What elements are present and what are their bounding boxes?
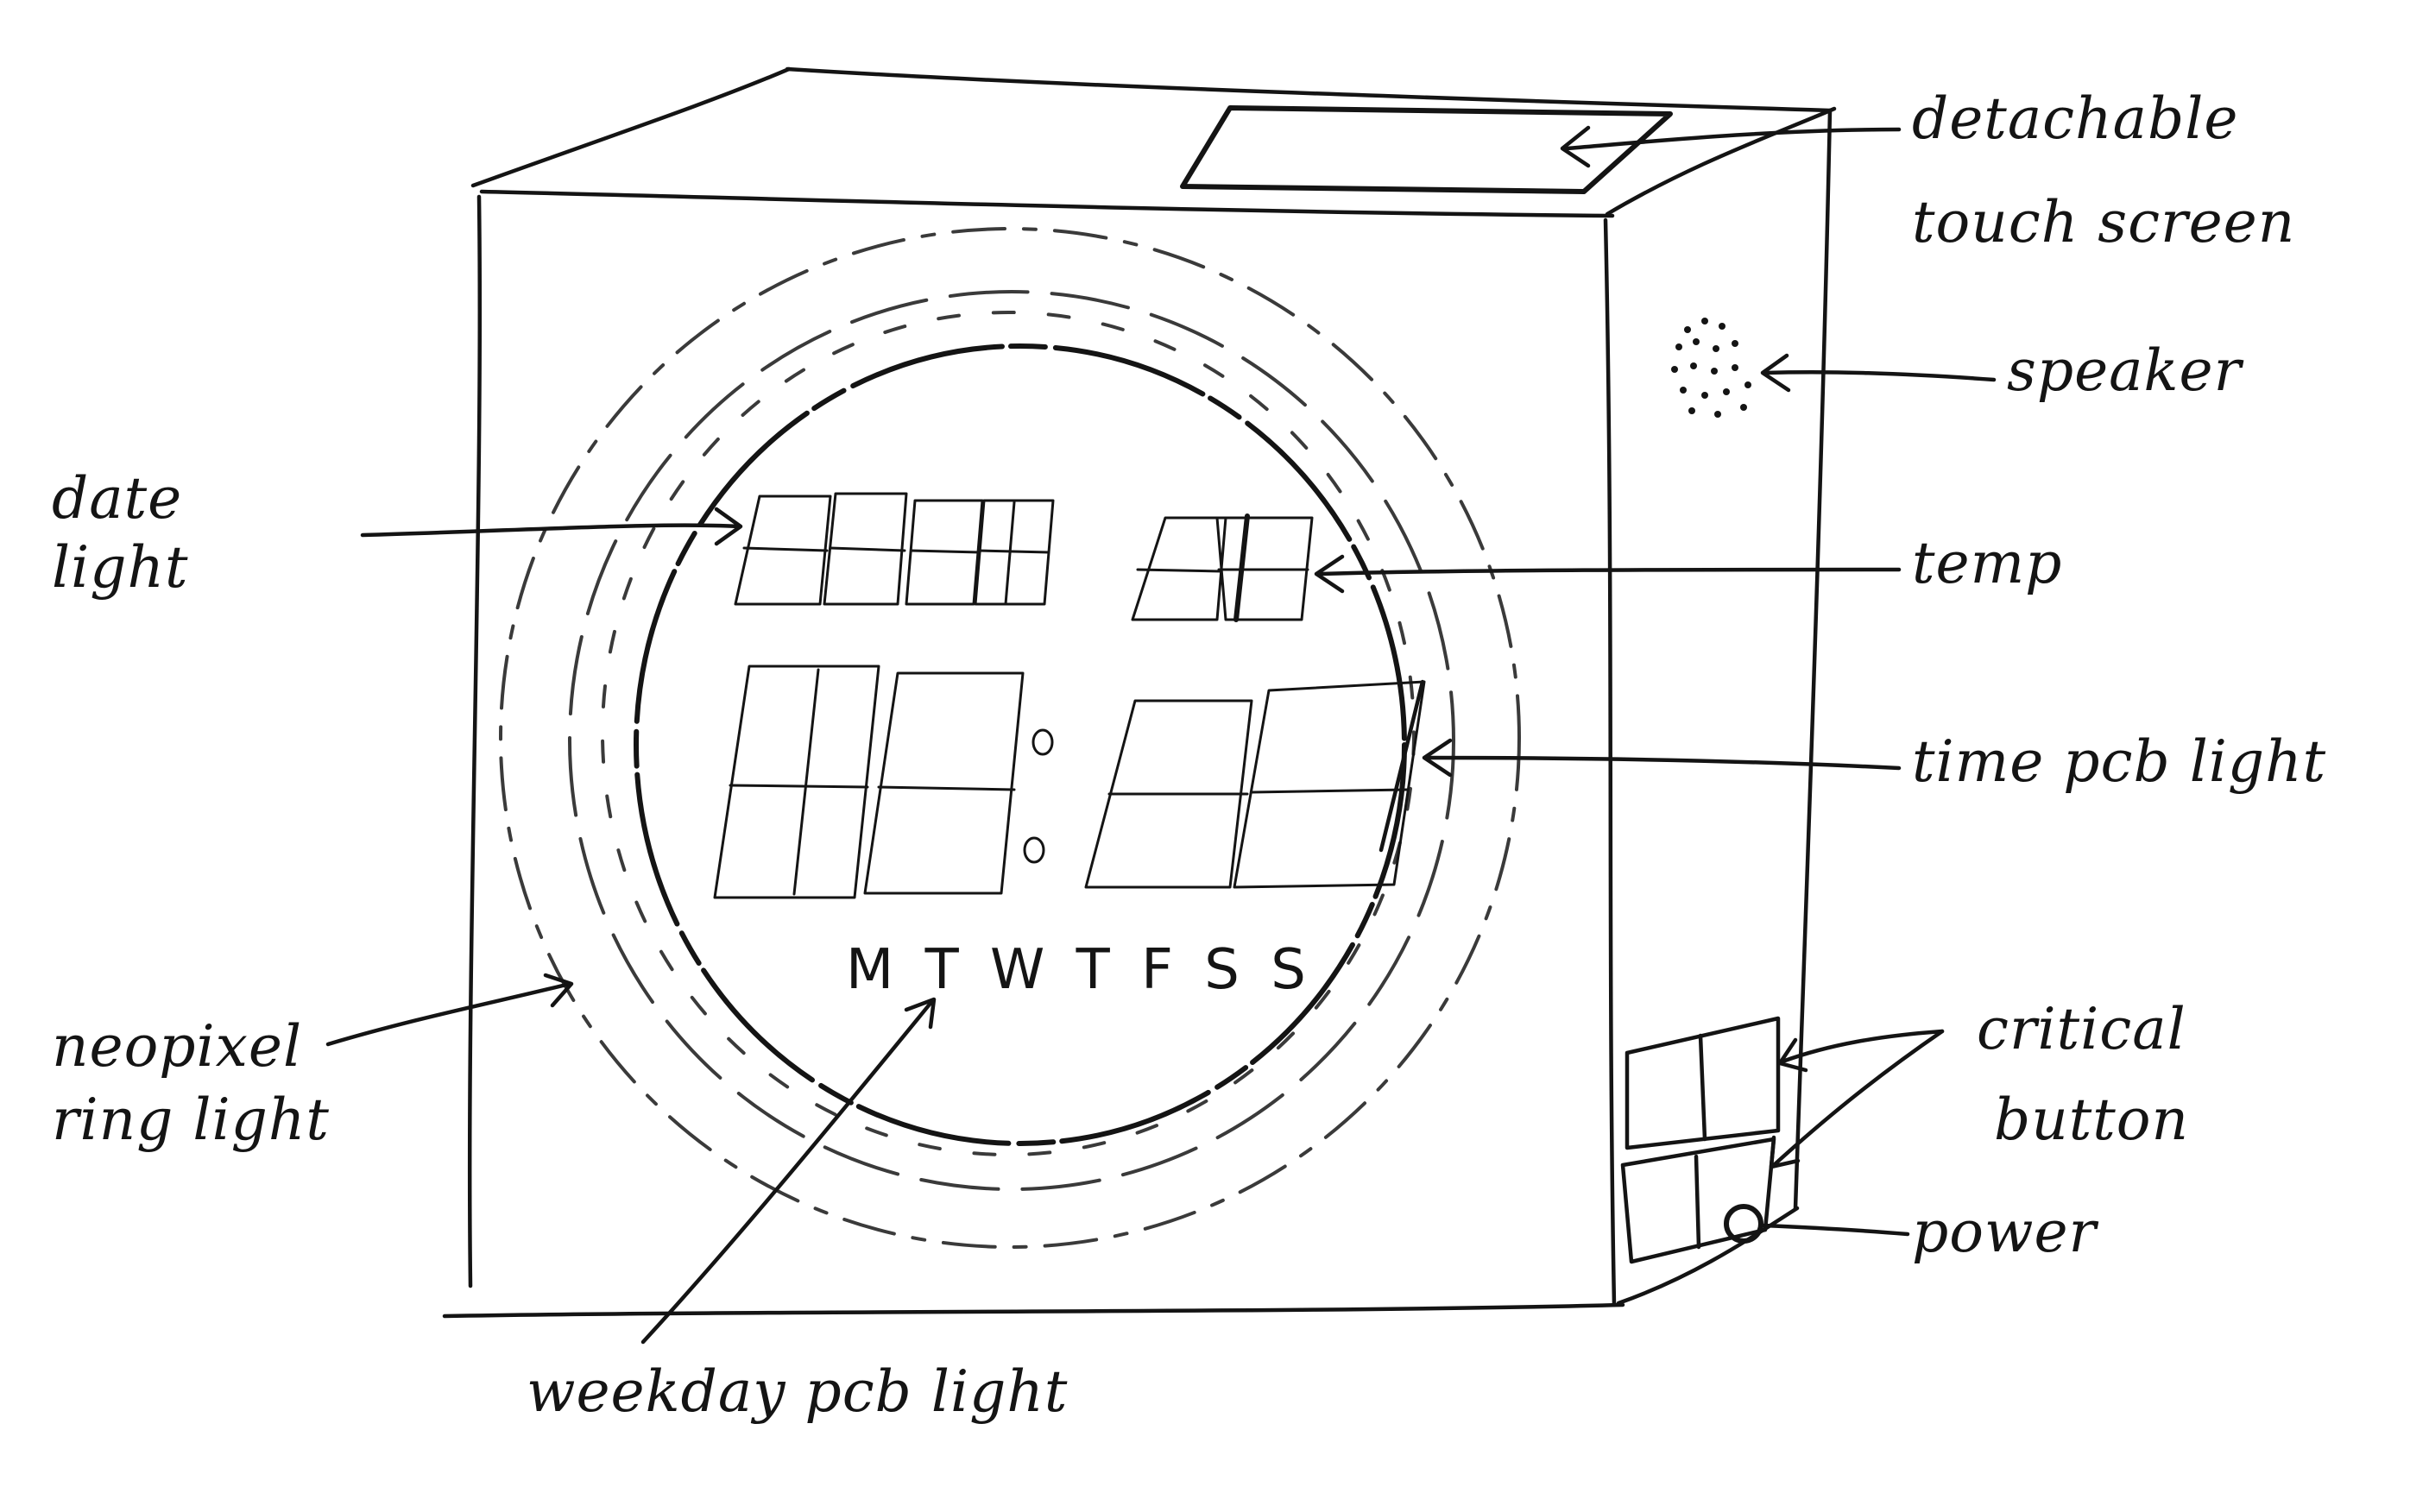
- label-button: button: [1994, 1087, 2189, 1153]
- label-detachable: detachable: [1912, 85, 2238, 152]
- neopixel-ring: [501, 229, 1519, 1247]
- label-speaker: speaker: [2007, 337, 2244, 404]
- label-date-light: light: [52, 534, 189, 601]
- label-power: power: [1912, 1199, 2099, 1265]
- time-pcb-display: [715, 666, 1424, 898]
- temp-display: [1132, 516, 1312, 620]
- annotation-leaders: [328, 128, 1994, 1342]
- label-date: date: [52, 465, 182, 532]
- touch-screen-panel: [1183, 108, 1670, 192]
- speaker-grille-icon: [1671, 318, 1751, 418]
- label-ring-light: ring light: [52, 1087, 330, 1153]
- label-critical: critical: [1977, 996, 2186, 1062]
- annotation-labels: detachable touch screen speaker date lig…: [52, 85, 2326, 1425]
- label-temp: temp: [1912, 530, 2062, 596]
- weekday-letters: M T W T F S S: [846, 938, 1313, 1002]
- date-light-display: [735, 494, 1053, 604]
- label-touch-screen: touch screen: [1912, 189, 2295, 255]
- label-weekday-pcb-light: weekday pcb light: [527, 1358, 1068, 1425]
- critical-buttons: [1623, 1018, 1778, 1262]
- label-neopixel: neopixel: [52, 1013, 302, 1080]
- label-time-pcb-light: time pcb light: [1912, 728, 2326, 795]
